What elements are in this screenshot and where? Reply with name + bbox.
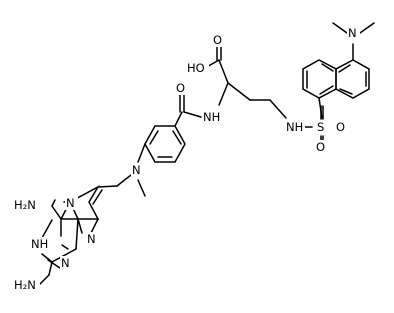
- atom-label-nh-sulfonamide: NH: [286, 120, 303, 134]
- atom-label-o-amide: O: [176, 81, 185, 95]
- atom-label-o-carbonyl-acid: O: [213, 33, 222, 47]
- atom-label-n-methylamino: N: [132, 163, 141, 177]
- atom-label-o-sulfonyl-bottom: O: [316, 140, 325, 154]
- atom-label-oh-acid: HO: [187, 61, 205, 75]
- atom-label-n-pteridine-8: N: [87, 232, 96, 246]
- atom-labels: O HO NH O NH S O O N N N N N NH H₂N H₂N: [14, 26, 360, 292]
- atom-label-n-dimethylamino: N: [348, 26, 357, 40]
- atom-label-s-sulfonyl: S: [317, 120, 324, 134]
- atom-label-nh-amide: NH: [203, 110, 220, 124]
- atom-label-nh2-2: H₂N: [14, 278, 36, 292]
- atom-label-nh2-4: H₂N: [14, 198, 36, 212]
- atom-label-n-pteridine-5: N: [66, 196, 75, 210]
- atom-label-nh-pteridine-3: NH: [31, 237, 48, 251]
- atom-label-n-pteridine-1: N: [61, 256, 70, 270]
- atom-label-o-sulfonyl-right: O: [336, 120, 345, 134]
